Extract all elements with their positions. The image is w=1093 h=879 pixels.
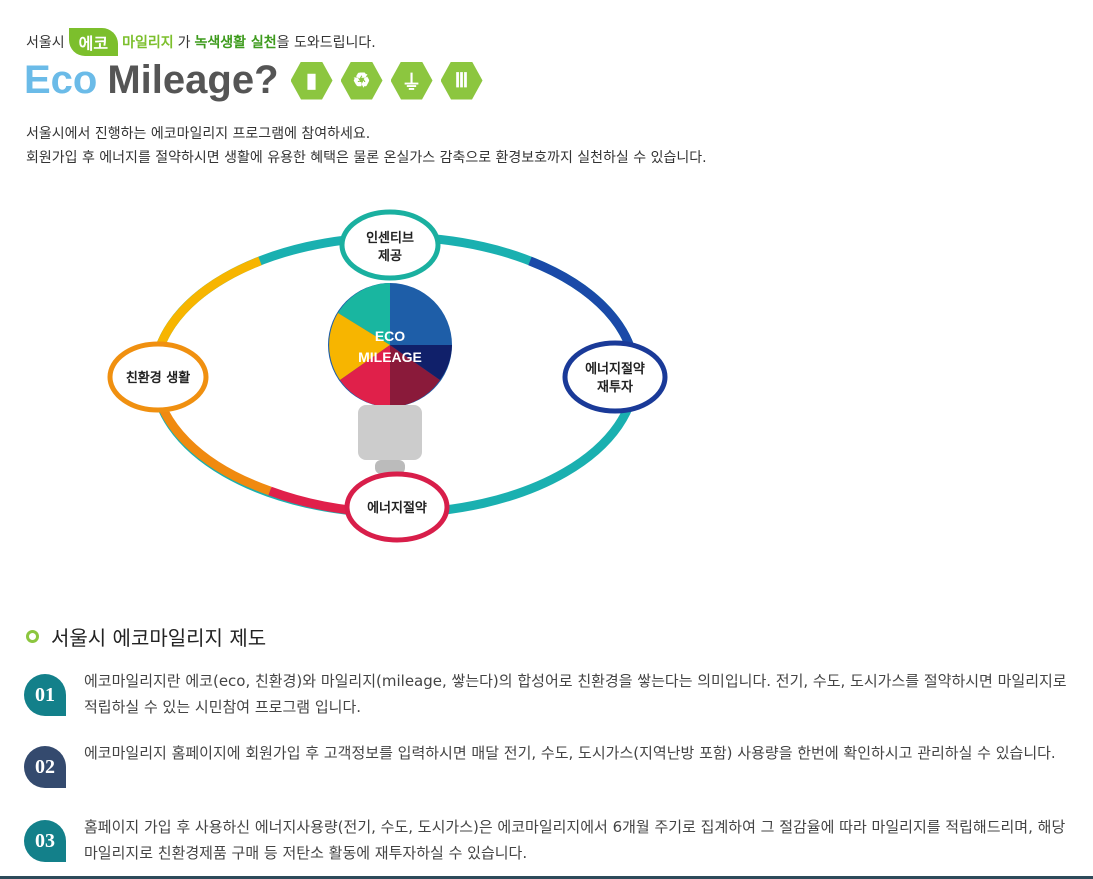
light-bulb-icon: Ⅲ <box>440 61 483 100</box>
item-text: 에코마일리지란 에코(eco, 친환경)와 마일리지(mileage, 쌓는다)… <box>84 672 1067 716</box>
bullet-icon <box>26 630 39 643</box>
svg-text:에너지절약: 에너지절약 <box>585 361 645 377</box>
section-title: 서울시 에코마일리지 제도 <box>51 626 267 650</box>
page-title: Eco Mileage? ▮ ♻ ⏚ Ⅲ <box>24 58 483 103</box>
eco-mileage-logo: 에코 <box>68 28 119 56</box>
number-badge: 01 <box>24 674 66 716</box>
node-eco-life: 친환경 생활 <box>107 341 209 413</box>
title-mileage: Mileage? <box>107 58 279 102</box>
intro-line: 서울시에서 진행하는 에코마일리지 프로그램에 참여하세요. <box>26 126 371 142</box>
svg-text:제공: 제공 <box>378 249 402 264</box>
svg-text:에너지절약: 에너지절약 <box>367 500 427 516</box>
list-item: 01 에코마일리지란 에코(eco, 친환경)와 마일리지(mileage, 쌓는… <box>24 668 1074 720</box>
tagline-particle: 가 <box>177 35 191 51</box>
tagline-suffix: 을 도와드립니다. <box>276 35 376 51</box>
bulb-label-eco: ECO <box>375 328 405 344</box>
trash-bin-icon: ▮ <box>290 61 333 100</box>
title-eco: Eco <box>24 58 98 102</box>
list-item: 03 홈페이지 가입 후 사용하신 에너지사용량(전기, 수도, 도시가스)은 에… <box>24 814 1074 866</box>
tagline-green: 녹색생활 실천 <box>194 35 277 51</box>
number-badge: 03 <box>24 820 66 862</box>
recycle-icon: ♻ <box>340 61 383 100</box>
svg-text:재투자: 재투자 <box>597 380 633 395</box>
bottom-divider <box>0 876 1093 879</box>
svg-text:인센티브: 인센티브 <box>366 230 414 246</box>
intro-text: 서울시에서 진행하는 에코마일리지 프로그램에 참여하세요. 회원가입 후 에너… <box>26 122 707 170</box>
bulb-icon: ECO MILEAGE <box>328 283 452 474</box>
plug-icon: ⏚ <box>390 61 433 100</box>
bulb-label-mileage: MILEAGE <box>358 349 422 365</box>
number-badge: 02 <box>24 746 66 788</box>
item-text: 홈페이지 가입 후 사용하신 에너지사용량(전기, 수도, 도시가스)은 에코마… <box>84 818 1066 862</box>
node-energy-saving: 에너지절약 <box>344 471 450 543</box>
tagline-prefix: 서울시 <box>26 35 65 51</box>
svg-text:친환경 생활: 친환경 생활 <box>126 370 190 386</box>
section-heading: 서울시 에코마일리지 제도 <box>26 622 266 651</box>
logo-mileage-text: 마일리지 <box>122 35 174 51</box>
list-item: 02 에코마일리지 홈페이지에 회원가입 후 고객정보를 입력하시면 매달 전기,… <box>24 740 1074 788</box>
item-text: 에코마일리지 홈페이지에 회원가입 후 고객정보를 입력하시면 매달 전기, 수… <box>84 744 1056 762</box>
intro-line: 회원가입 후 에너지를 절약하시면 생활에 유용한 혜택은 물론 온실가스 감축… <box>26 150 707 166</box>
